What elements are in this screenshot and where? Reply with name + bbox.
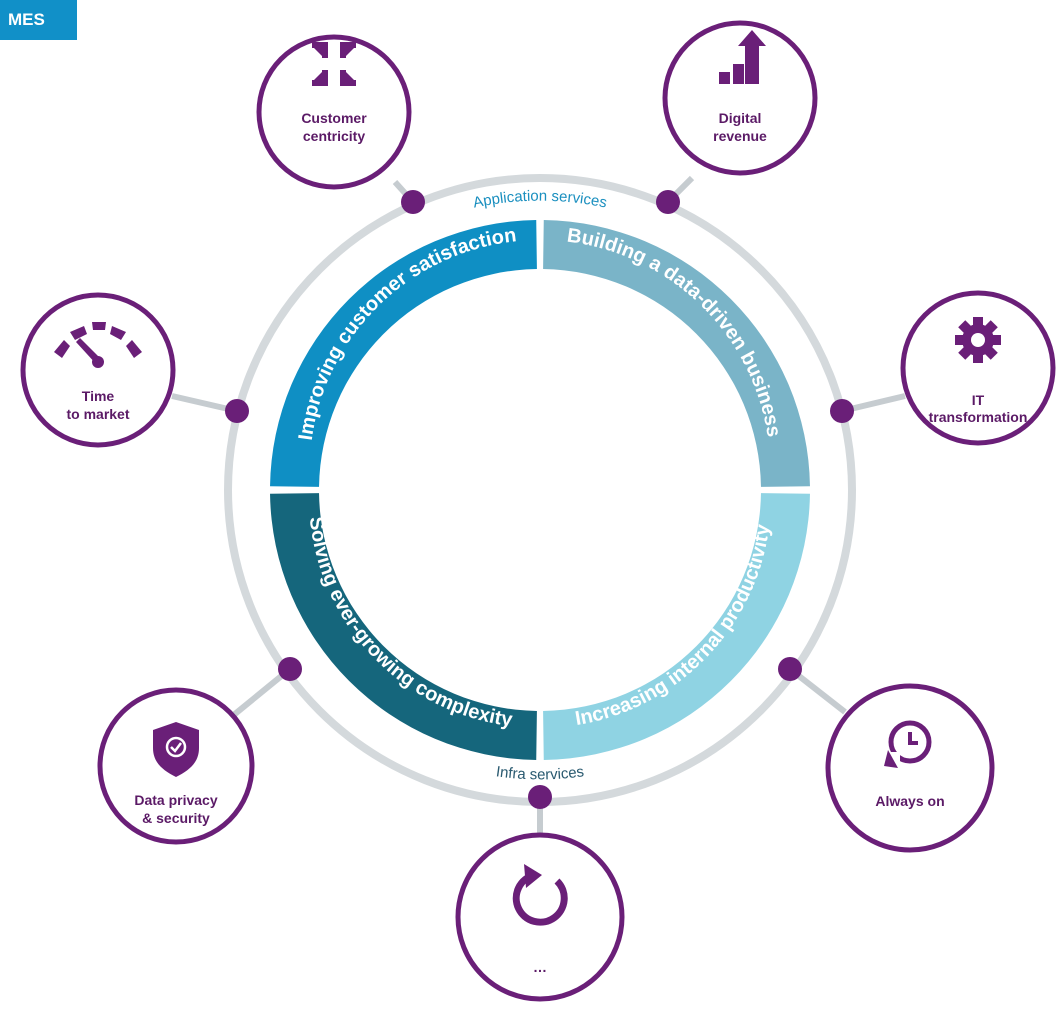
satellite-it-transformation: IT transformation <box>900 290 1056 446</box>
refresh-icon <box>512 864 568 926</box>
connector-dot <box>830 399 854 423</box>
growth-chart-icon <box>719 30 766 84</box>
inner-ring <box>270 220 810 760</box>
satellite-label-line1: Customer <box>301 110 367 126</box>
satellite-label-line2: transformation <box>929 409 1028 425</box>
connector-dot <box>528 785 552 809</box>
satellite-label-line1: IT <box>972 392 985 408</box>
satellite-label-line1: Always on <box>875 793 944 809</box>
section-tag: MES <box>0 0 77 40</box>
ring-segment <box>543 493 810 760</box>
connector-dot <box>401 190 425 214</box>
satellite-always-on: Always on <box>825 683 995 853</box>
satellite-time-to-market: Time to market <box>20 292 176 448</box>
satellite-label-line2: centricity <box>303 128 365 144</box>
connector-dot <box>656 190 680 214</box>
satellite-customer-centricity: Customer centricity <box>256 34 412 190</box>
satellite-label-line2: & security <box>142 810 210 826</box>
satellite-circle <box>455 832 625 1002</box>
satellite-label-line2: to market <box>66 406 129 422</box>
application-services-caption: Application services <box>472 188 609 212</box>
satellite-digital-revenue: Digital revenue <box>662 20 818 176</box>
outer-ring <box>224 174 856 806</box>
gear-icon <box>955 317 1001 363</box>
ring-segment <box>270 220 537 487</box>
satellite-data-privacy: Data privacy & security <box>97 687 255 845</box>
ring-segment <box>543 220 810 487</box>
satellite-circle <box>662 20 818 176</box>
satellite-circle <box>256 34 412 190</box>
connector-dot <box>278 657 302 681</box>
satellite-label-line1: Digital <box>719 110 762 126</box>
clock-refresh-icon <box>884 720 932 768</box>
satellite-label-line1: … <box>533 959 547 975</box>
satellite-label-line1: Time <box>82 388 115 404</box>
connector-dots <box>225 190 854 809</box>
satellite-label-line2: revenue <box>713 128 767 144</box>
ring-segment <box>270 493 537 760</box>
satellite-label-line1: Data privacy <box>134 792 217 808</box>
satellite-circle <box>825 683 995 853</box>
compress-arrows-icon <box>312 42 356 86</box>
satellite-circle <box>20 292 176 448</box>
connector-line <box>228 666 292 721</box>
segment-labels: Improving customer satisfaction Building… <box>295 224 785 731</box>
connector-dot <box>778 657 802 681</box>
shield-check-icon <box>153 722 199 777</box>
speedometer-icon <box>54 322 142 368</box>
satellite-circle <box>900 290 1056 446</box>
connector-dot <box>225 399 249 423</box>
infra-services-caption: Infra services <box>495 763 585 783</box>
satellite-more: … <box>455 832 625 1002</box>
